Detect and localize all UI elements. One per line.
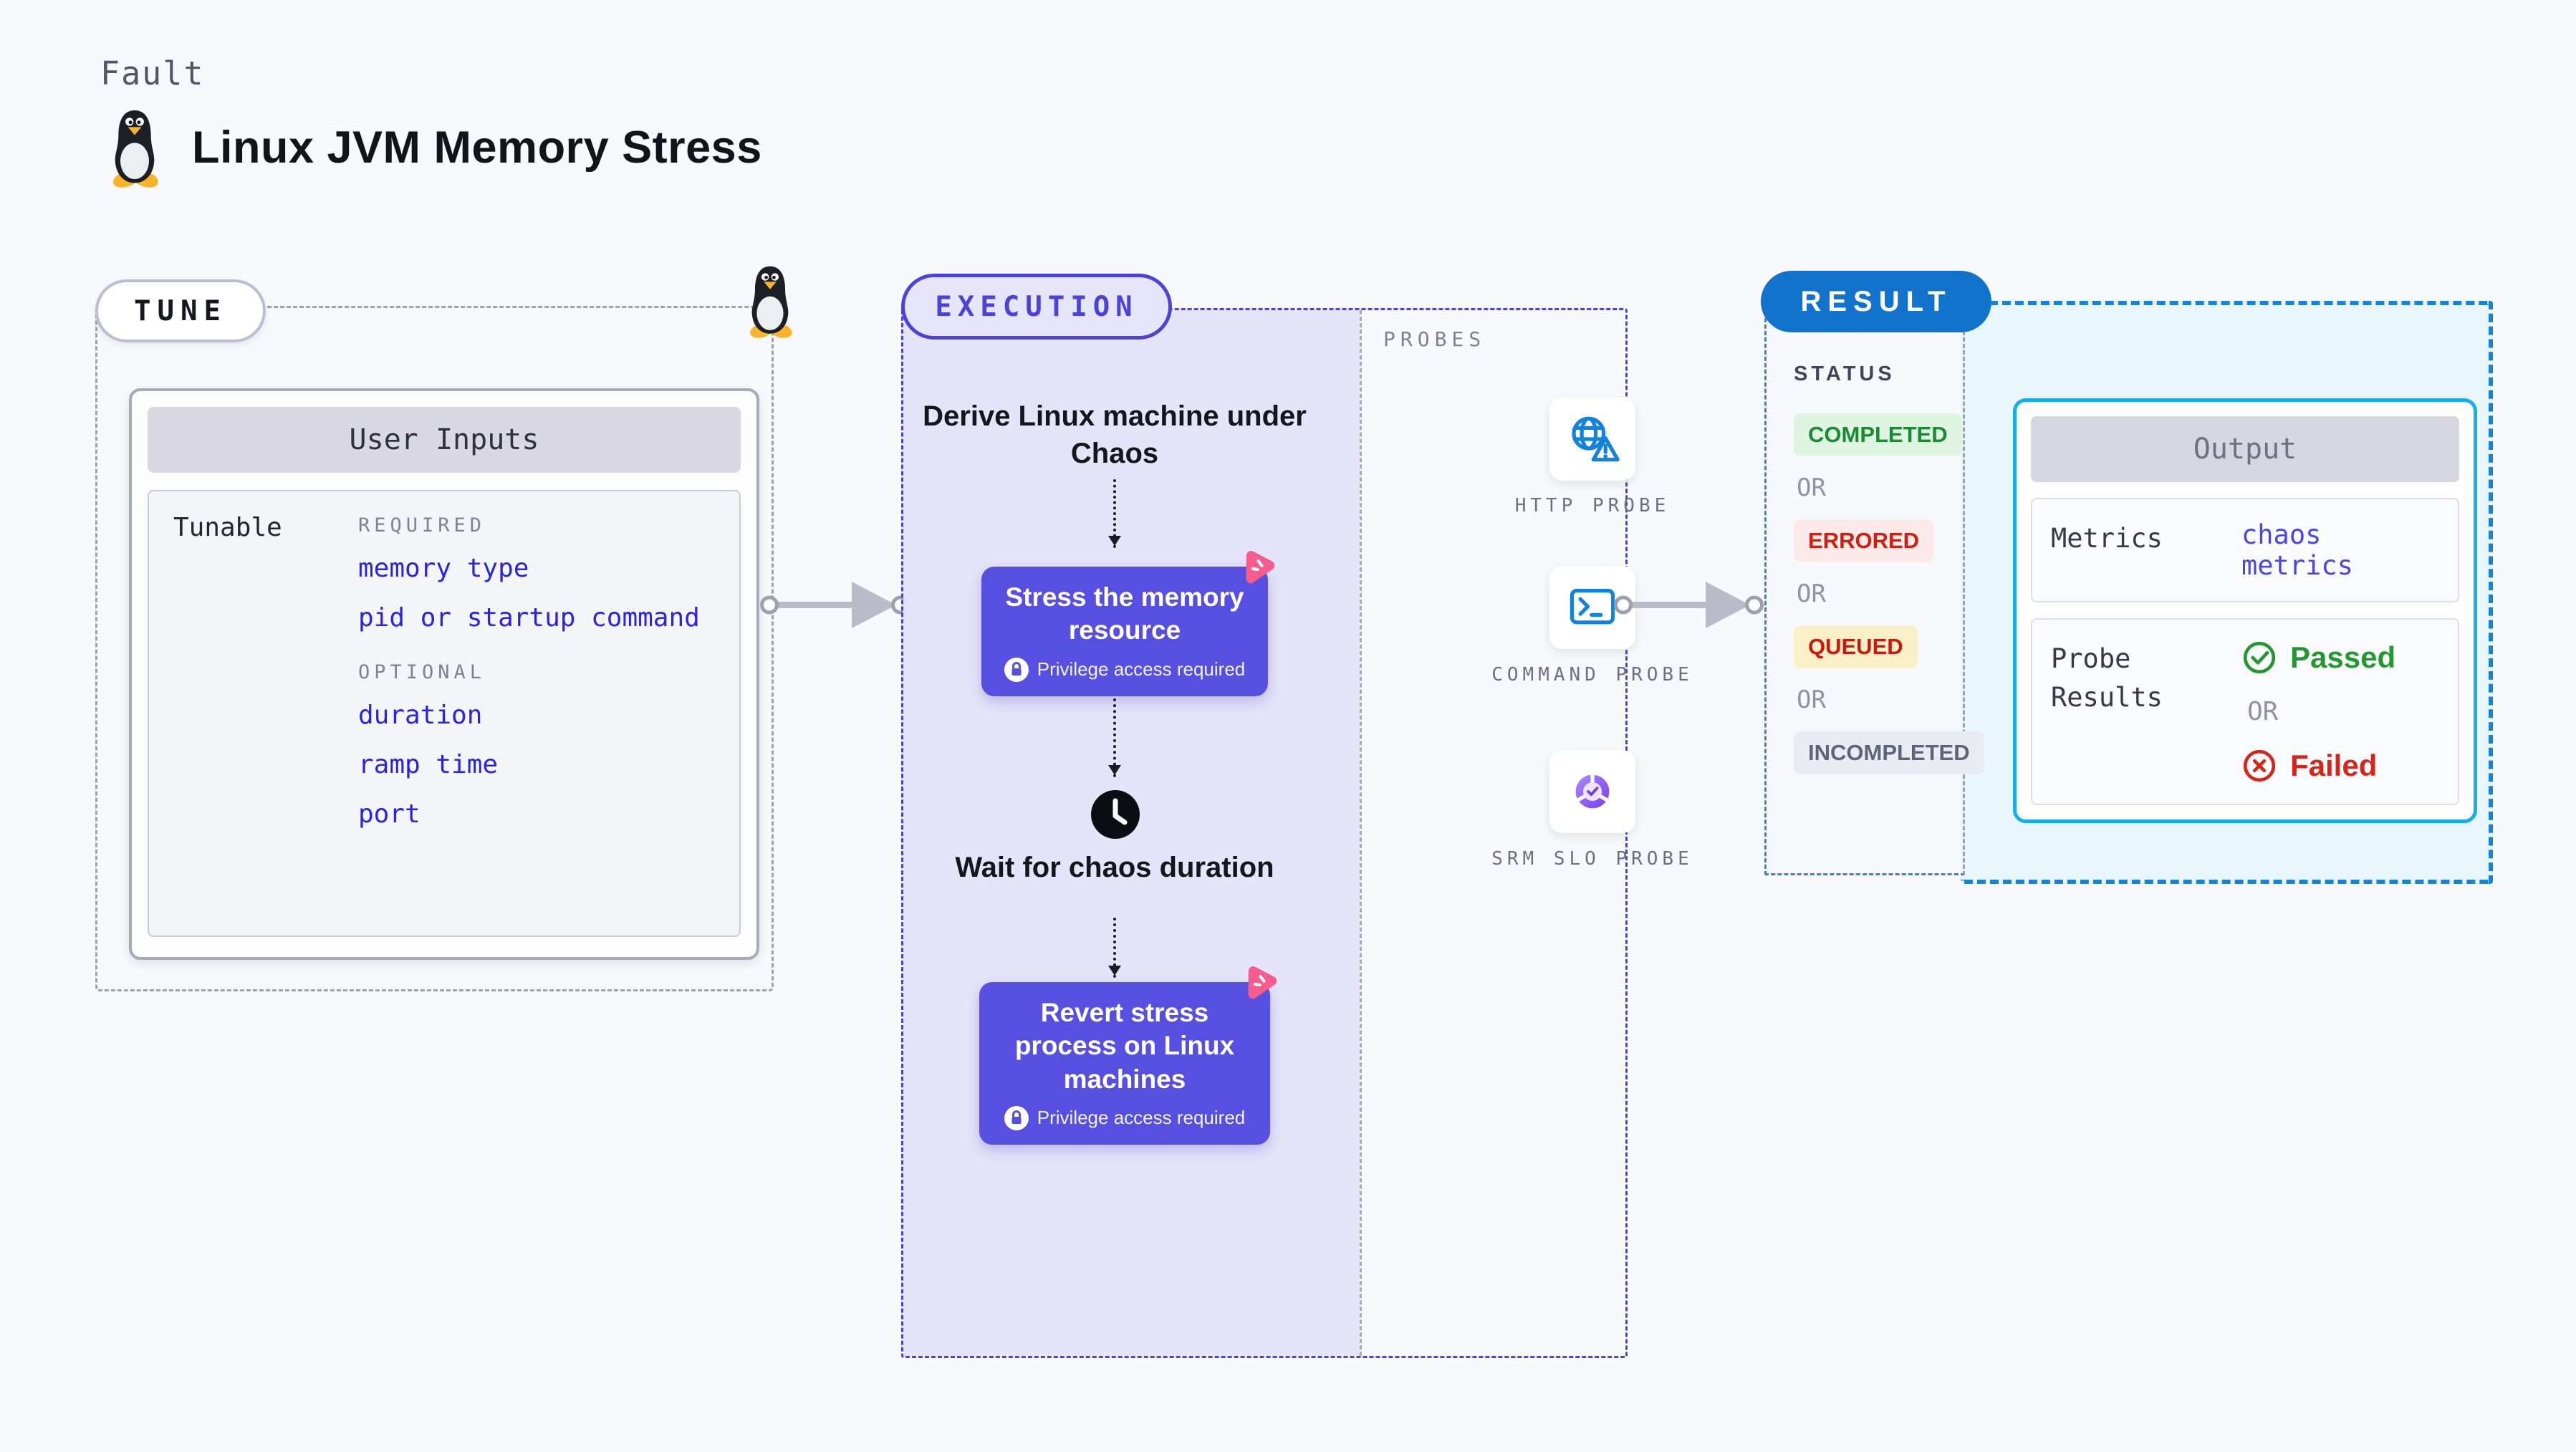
user-inputs-title: User Inputs: [148, 407, 741, 473]
execution-badge: EXECUTION: [901, 274, 1172, 340]
tune-to-execution-arrow: [760, 572, 910, 638]
status-column: STATUS COMPLETED OR ERRORED OR QUEUED OR…: [1794, 362, 1984, 792]
check-circle-icon: [2243, 641, 2276, 674]
execution-flow-panel: [903, 310, 1360, 1356]
status-badge-incompleted: INCOMPLETED: [1794, 731, 1984, 774]
probes-panel: PROBES HTTP PROBE: [1360, 310, 1689, 1356]
metrics-row: Metrics chaos metrics: [2031, 498, 2459, 602]
revert-stress-node[interactable]: Revert stress process on Linux machines …: [979, 982, 1270, 1145]
input-ramp-time[interactable]: ramp time: [358, 750, 499, 779]
input-pid-or-startup-command[interactable]: pid or startup command: [358, 603, 700, 633]
fault-eyebrow-label: Fault: [100, 54, 205, 92]
probe-results-label: Probe Results: [2051, 643, 2163, 713]
output-title: Output: [2031, 416, 2459, 482]
srm-slo-probe-card[interactable]: [1549, 750, 1635, 833]
status-badge-errored: ERRORED: [1794, 519, 1934, 562]
tux-penguin-icon-small: [748, 266, 794, 338]
passed-text: Passed: [2290, 640, 2396, 674]
http-probe-label: HTTP PROBE: [1514, 495, 1671, 516]
clock-icon: [1091, 790, 1140, 839]
flow-connector-arrow-2: [1108, 698, 1121, 777]
metrics-label: Metrics: [2051, 523, 2163, 554]
flow-connector-arrow-3: [1108, 918, 1121, 978]
command-probe-label: COMMAND PROBE: [1491, 664, 1693, 686]
tune-dashed-region: [95, 306, 774, 991]
passed-item: Passed: [2241, 640, 2395, 675]
stress-privilege-row: Privilege access required: [1004, 657, 1246, 682]
page-title: Linux JVM Memory Stress: [192, 122, 762, 173]
probe-results-or: OR: [2247, 697, 2279, 726]
probe-results-row: Probe Results Passed OR Failed: [2031, 618, 2459, 805]
output-card: Output Metrics chaos metrics Probe Resul…: [2013, 398, 2477, 823]
status-badge-queued: QUEUED: [1794, 625, 1918, 668]
input-duration[interactable]: duration: [358, 701, 483, 730]
revert-node-title: Revert stress process on Linux machines: [1014, 998, 1235, 1094]
status-or-separator: OR: [1797, 580, 1826, 608]
revert-privilege-note: Privilege access required: [1037, 1107, 1246, 1129]
terminal-icon: [1570, 589, 1615, 625]
lock-icon: [1004, 657, 1029, 682]
result-badge: RESULT: [1761, 271, 1991, 332]
http-probe-card[interactable]: [1549, 398, 1635, 481]
input-memory-type[interactable]: memory type: [358, 554, 529, 583]
derive-step-text: Derive Linux machine under Chaos: [923, 400, 1307, 469]
x-circle-icon: [2243, 749, 2276, 782]
optional-group-label: OPTIONAL: [358, 661, 486, 683]
slo-donut-icon: [1575, 773, 1610, 809]
stress-node-title: Stress the memory resource: [1005, 582, 1244, 645]
globe-alert-icon: [1572, 416, 1620, 462]
tux-penguin-icon: [110, 110, 160, 188]
failed-text: Failed: [2290, 749, 2378, 782]
tunable-inputs-list: REQUIRED memory type pid or startup comm…: [358, 510, 700, 839]
status-or-separator: OR: [1797, 686, 1826, 714]
wait-step-text: Wait for chaos duration: [955, 852, 1274, 883]
revert-privilege-row: Privilege access required: [1004, 1105, 1246, 1130]
tunable-label: Tunable: [173, 513, 282, 542]
page-title-row: Linux JVM Memory Stress: [103, 107, 762, 188]
input-port[interactable]: port: [358, 799, 420, 829]
srm-slo-probe-label: SRM SLO PROBE: [1491, 848, 1693, 870]
user-inputs-card: User Inputs Tunable REQUIRED memory type…: [129, 388, 759, 960]
user-inputs-body: Tunable REQUIRED memory type pid or star…: [148, 490, 741, 937]
metrics-value-link[interactable]: chaos metrics: [2241, 519, 2353, 581]
flow-connector-arrow-1: [1108, 479, 1121, 548]
status-badge-completed: COMPLETED: [1794, 413, 1962, 456]
status-or-separator: OR: [1797, 473, 1826, 502]
chaos-hub-icon: [1238, 548, 1278, 588]
execution-dashed-region: PROBES HTTP PROBE: [901, 308, 1689, 1358]
lock-icon: [1004, 1105, 1029, 1130]
probes-label: PROBES: [1383, 327, 1486, 351]
chaos-hub-icon: [1240, 963, 1280, 1004]
required-group-label: REQUIRED: [358, 514, 486, 537]
execution-to-result-arrow: [1614, 572, 1764, 638]
probe-results-values: Passed OR Failed: [2241, 640, 2395, 784]
status-label: STATUS: [1794, 362, 1895, 385]
stress-privilege-note: Privilege access required: [1037, 658, 1246, 680]
tune-badge: TUNE: [95, 279, 266, 342]
failed-item: Failed: [2241, 748, 2377, 784]
stress-memory-node[interactable]: Stress the memory resource Privilege acc…: [981, 567, 1268, 696]
